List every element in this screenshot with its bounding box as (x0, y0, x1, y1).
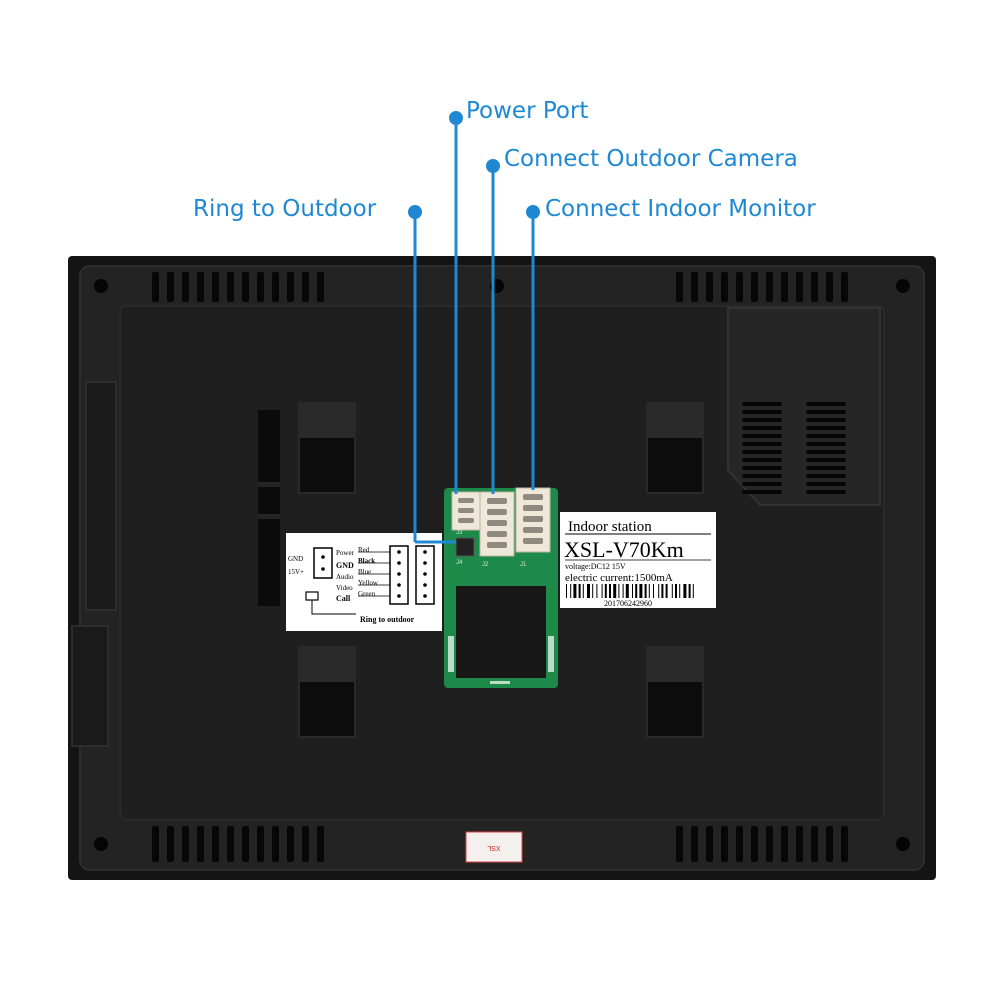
vent-top-left (152, 272, 324, 302)
board-label-j1: J1 (520, 562, 527, 568)
sticker-current: electric current:1500mA (565, 572, 673, 584)
wiring-call-line (311, 600, 356, 615)
wiring-color-blue: Blue (358, 568, 371, 576)
sticker-serial: 201706242960 (604, 599, 652, 608)
wiring-fn-gnd: GND (336, 561, 354, 570)
mount-hole-bottom-right (648, 682, 702, 736)
bottom-tag (465, 831, 523, 863)
wiring-color-red: Red (358, 546, 370, 554)
wiring-terminal-left (313, 547, 333, 579)
speaker-cover (727, 307, 881, 506)
side-tab-bottom (71, 625, 109, 747)
sticker-barcode (566, 584, 694, 598)
sticker-voltage: voltage:DC12 15V (565, 562, 626, 571)
wiring-fn-video: Video (336, 584, 353, 592)
screw-top-left (94, 279, 108, 293)
pcb-lower-shield (456, 586, 546, 678)
wiring-15v: 15V+ (288, 568, 304, 576)
screw-top-right (896, 279, 910, 293)
bottom-tag-text: XSL (487, 844, 500, 851)
callout-ring-outdoor: Ring to Outdoor (193, 196, 377, 222)
side-tab-top (85, 381, 117, 611)
vent-bottom-right (676, 826, 848, 862)
vent-top-right (676, 272, 848, 302)
wiring-fn-power: Power (336, 549, 355, 557)
screw-bottom-left (94, 837, 108, 851)
wiring-color-black: Black (358, 557, 375, 565)
board-label-j4: J4 (456, 560, 463, 566)
callout-outdoor-camera: Connect Outdoor Camera (504, 146, 798, 172)
mount-hole-top-left (300, 438, 354, 492)
sticker-title: Indoor station (568, 519, 652, 535)
speaker-grille (742, 402, 846, 494)
callout-indoor-monitor: Connect Indoor Monitor (545, 196, 816, 222)
mount-hole-top-right (648, 438, 702, 492)
mount-hole-bottom-left (300, 682, 354, 736)
wiring-terminal-main (389, 545, 409, 605)
callout-power-port: Power Port (466, 98, 589, 124)
wiring-fn-call: Call (336, 594, 351, 603)
wiring-color-yellow: Yellow (358, 579, 379, 587)
wiring-terminal-right (415, 545, 435, 605)
board-label-j2: J2 (482, 562, 489, 568)
board-label-j3: J3 (456, 530, 463, 536)
wiring-gnd: GND (288, 555, 303, 563)
screw-bottom-right (896, 837, 910, 851)
wiring-color-green: Green (358, 590, 376, 598)
sticker-model: XSL-V70Km (564, 537, 684, 562)
vent-bottom-left (152, 826, 324, 862)
wiring-footer: Ring to outdoor (360, 615, 415, 624)
wiring-fn-audio: Audio (336, 573, 354, 581)
left-slot (258, 410, 280, 606)
connector-ring-outdoor (455, 537, 475, 557)
